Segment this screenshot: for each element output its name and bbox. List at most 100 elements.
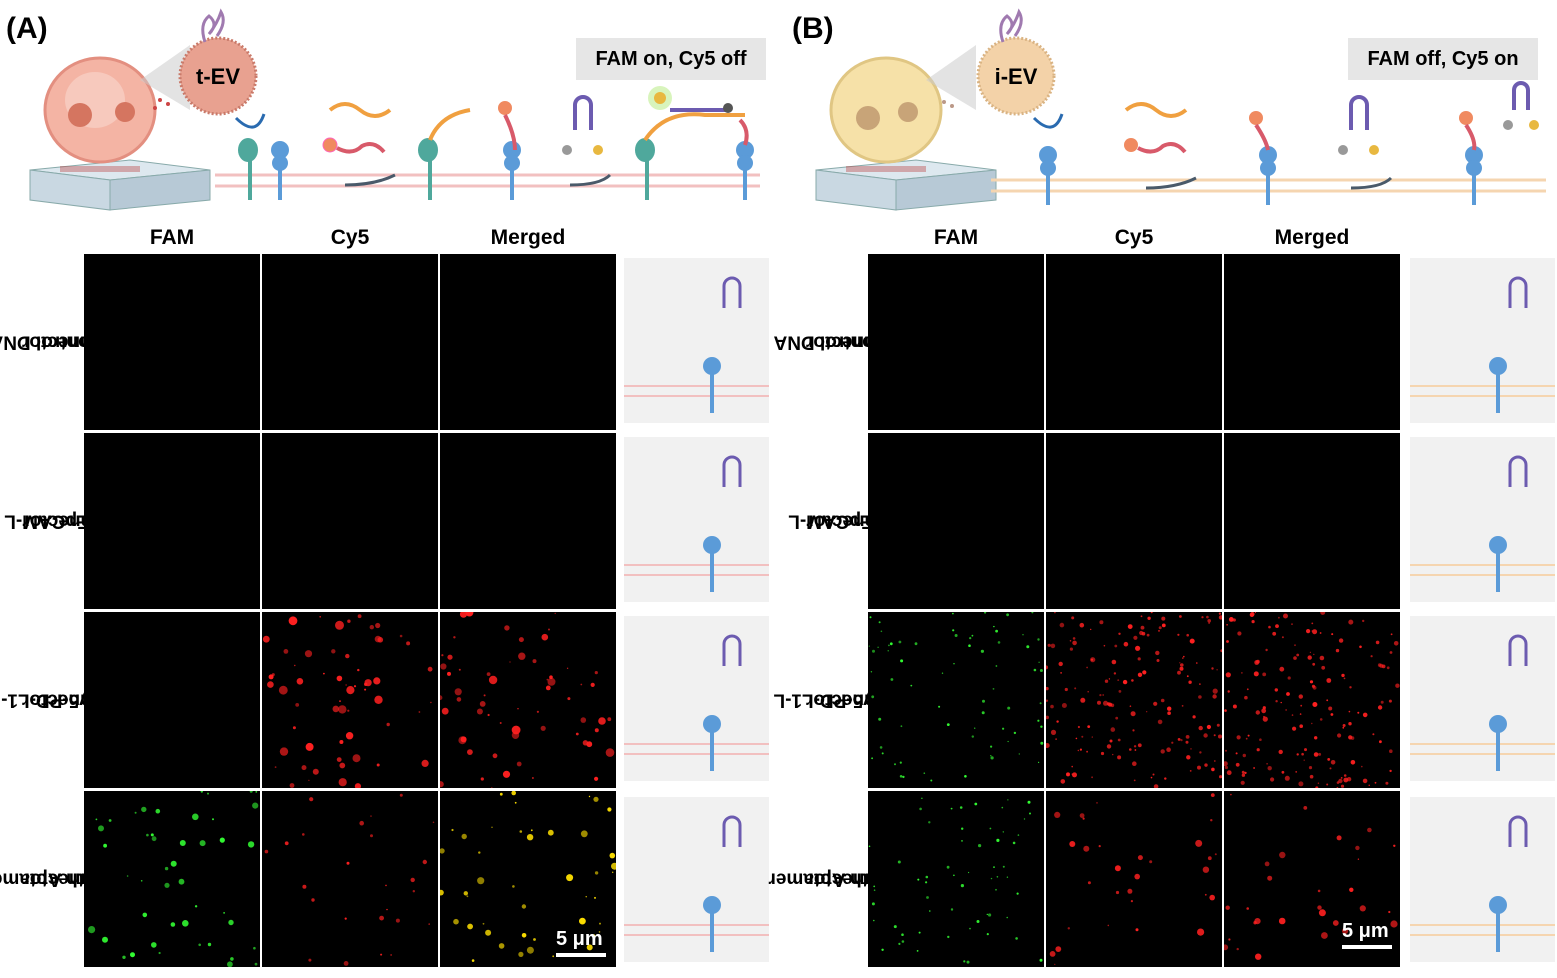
fluorescent-spot <box>1210 819 1213 822</box>
fluorescent-spot <box>1046 715 1049 720</box>
fluorescent-spot <box>946 723 950 726</box>
fluorescent-spot <box>1218 734 1222 739</box>
pdl1-receptor-icon <box>1489 536 1507 554</box>
fluorescent-spot <box>390 954 392 956</box>
fluorescent-spot <box>352 754 361 763</box>
fluorescent-spot <box>1135 645 1141 651</box>
fluorescent-spot <box>1202 866 1210 873</box>
fluorescent-spot <box>1342 726 1345 729</box>
fluorescent-spot <box>1017 834 1020 836</box>
fluorescent-spot <box>492 753 498 759</box>
fluorescent-spot <box>339 762 346 769</box>
fluorescent-spot <box>1079 622 1085 628</box>
fluorescent-spot <box>219 837 225 843</box>
fluorescent-spot <box>451 828 454 832</box>
extracellular-vesicle-icon <box>178 8 258 116</box>
fluorescent-spot <box>1013 731 1017 735</box>
fluorescent-spot <box>897 860 901 864</box>
fluorescent-spot <box>1114 644 1118 648</box>
fluorescent-spot <box>952 629 955 632</box>
fluorescent-spot <box>1230 793 1232 796</box>
fluorescent-spot <box>1343 677 1346 680</box>
fluorescent-spot <box>441 707 449 715</box>
fluorescent-spot <box>223 912 226 914</box>
hairpin-probe-icon <box>1508 815 1528 847</box>
fluorescent-spot <box>1087 881 1091 885</box>
fluorescent-spot <box>1153 784 1159 788</box>
fluorescent-spot <box>294 664 296 667</box>
fluorescent-spot <box>976 920 980 923</box>
fluorescent-spot <box>938 705 941 708</box>
fluorescent-spot <box>910 684 913 687</box>
fluorescent-spot <box>941 672 944 674</box>
fluorescent-spot <box>1278 616 1280 619</box>
fluorescent-spot <box>338 705 347 714</box>
fluorescent-spot <box>1099 620 1104 625</box>
fluorescent-spot <box>996 876 999 878</box>
fluorescent-spot <box>959 806 963 809</box>
fluorescent-spot <box>1390 920 1398 928</box>
fluorescent-spot <box>1321 665 1326 670</box>
fluorescent-spot <box>1006 613 1009 617</box>
fluorescent-spot <box>1326 783 1329 786</box>
schematic-epcam <box>624 437 769 602</box>
micrograph-cy5 <box>262 612 438 788</box>
fluorescent-spot <box>1285 709 1287 711</box>
ev-label: t-EV <box>196 64 240 89</box>
fluorescent-spot <box>1054 612 1056 614</box>
fluorescent-spot <box>1203 733 1208 738</box>
fluorescent-spot <box>207 942 212 947</box>
fluorescent-spot <box>984 612 987 614</box>
fluorescent-spot <box>1072 640 1077 646</box>
fluorescent-spot <box>1046 665 1049 670</box>
fluorescent-spot <box>971 735 974 738</box>
fluorescent-spot <box>1039 958 1043 962</box>
fluorescent-spot <box>1211 767 1215 772</box>
fluorescent-spot <box>1134 873 1140 880</box>
fluorescent-spot <box>1336 787 1339 788</box>
fluorescent-spot <box>1296 653 1300 657</box>
fluorescent-spot <box>364 679 372 687</box>
fluorescent-spot <box>386 722 390 727</box>
fluorescent-spot <box>1367 827 1372 833</box>
fluorescent-spot <box>1196 662 1198 664</box>
scale-bar: 5 μm <box>1342 920 1392 949</box>
fluorescent-spot <box>1046 743 1050 748</box>
column-header-fam: FAM <box>149 226 195 249</box>
fluorescent-spot <box>1362 619 1365 623</box>
fluorescent-spot <box>1255 710 1260 715</box>
panel-b: (B) i-EV <box>768 0 1557 978</box>
fluorescent-spot <box>331 649 336 654</box>
fluorescent-spot <box>1232 704 1237 709</box>
fluorescent-spot <box>968 644 971 647</box>
fluorescent-spot <box>1389 769 1392 773</box>
fluorescent-spot <box>993 625 995 628</box>
fluorescent-spot <box>533 938 536 941</box>
fluorescent-spot <box>1108 678 1111 680</box>
fluorescent-spot <box>1242 753 1246 758</box>
fluorescent-spot <box>1132 761 1137 766</box>
fluorescent-spot <box>164 866 169 871</box>
fluorescent-spot <box>279 747 289 756</box>
fluorescent-spot <box>1241 672 1243 674</box>
fluorescent-spot <box>1161 616 1166 621</box>
fluorescent-spot <box>1186 675 1189 678</box>
fluorescent-spot <box>1338 778 1343 784</box>
fluorescent-spot <box>1213 734 1216 737</box>
fluorescent-spot <box>870 671 873 673</box>
fluorescent-spot <box>1075 737 1078 740</box>
fluorescent-spot <box>1104 679 1109 683</box>
fluorescent-spot <box>1090 657 1096 663</box>
workflow-illustration: t-EV <box>29 8 760 211</box>
fluorescent-spot <box>1326 678 1332 683</box>
fluorescent-spot <box>1180 663 1184 667</box>
fluorescent-spot <box>1001 806 1004 809</box>
fluorescent-spot <box>881 948 884 951</box>
fluorescent-spot <box>295 703 300 707</box>
fluorescent-spot <box>575 732 579 736</box>
fluorescent-spot <box>1207 856 1212 861</box>
fluorescent-spot <box>1291 623 1293 625</box>
fluorescent-spot <box>499 792 503 796</box>
fluorescent-spot <box>170 860 177 867</box>
fluorescent-spot <box>1256 659 1260 664</box>
